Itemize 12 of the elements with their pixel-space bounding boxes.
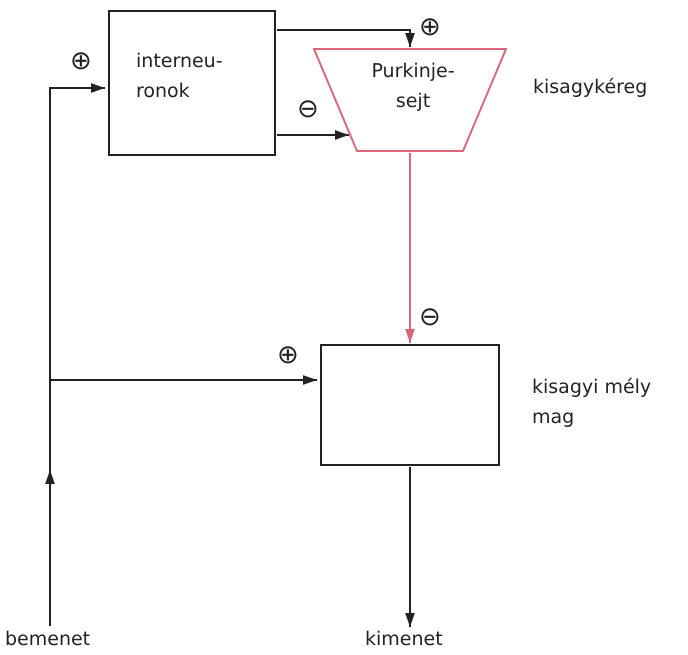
region-label: kisagykéreg — [533, 75, 648, 100]
process-box — [108, 10, 276, 156]
arrow — [277, 130, 349, 140]
node-label: Purkinje- sejt — [370, 59, 456, 114]
output-label: kimenet — [365, 628, 455, 654]
input-label: bemenet — [5, 628, 95, 654]
arrow — [49, 375, 317, 626]
arrow — [405, 153, 415, 343]
arrow — [405, 467, 415, 627]
node-label: interneu- ronok — [136, 49, 224, 104]
node-label: kisagyi mély mag — [532, 375, 652, 430]
arrow — [277, 29, 415, 47]
